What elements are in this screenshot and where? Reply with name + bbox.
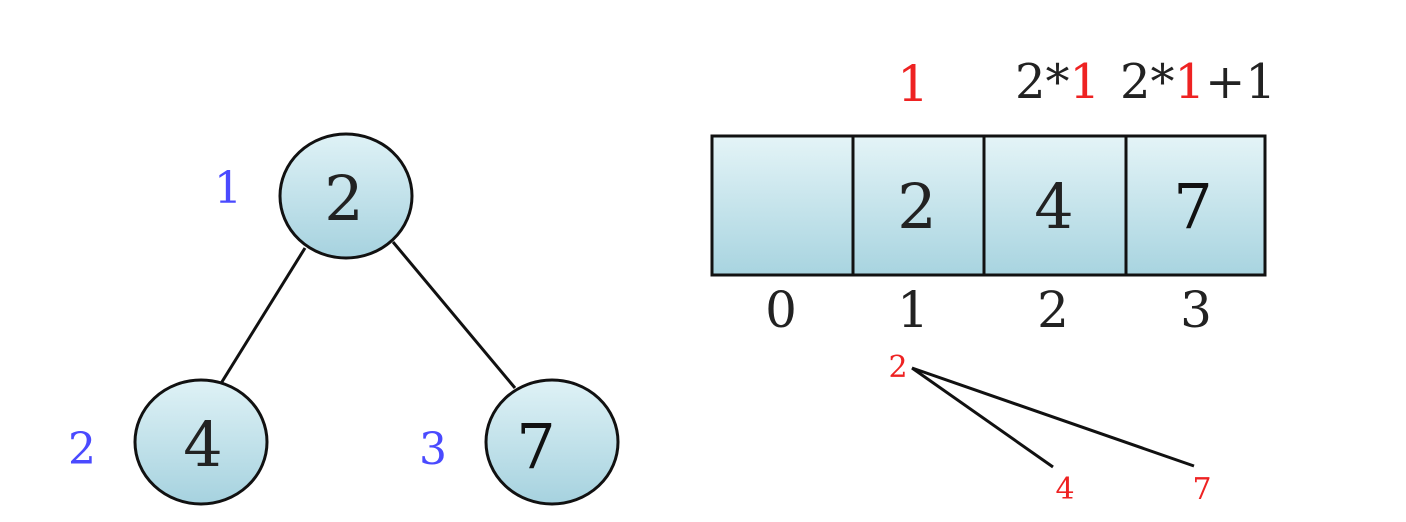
array-index: 2 (1037, 281, 1069, 339)
binary-tree: 2 1 4 2 7 3 (68, 132, 620, 506)
array-cells: 2 4 7 (710, 134, 1267, 277)
left-child-formula-var: 1 (1070, 54, 1101, 110)
tree-node-left: 4 (133, 378, 269, 506)
mini-tree-edge-right (911, 366, 1195, 468)
mini-tree: 2 4 7 (888, 350, 1211, 507)
tree-node-root: 2 (278, 132, 414, 260)
array-index: 1 (897, 281, 929, 339)
tree-edge-root-right (391, 241, 517, 389)
array-cell (710, 134, 855, 277)
right-child-formula-suffix: +1 (1205, 54, 1276, 110)
mini-tree-edge-left (911, 366, 1054, 469)
array-index: 3 (1180, 281, 1212, 339)
left-child-formula-prefix: 2* (1015, 54, 1070, 110)
array-indices: 0 1 2 3 (765, 281, 1212, 339)
tree-node-index: 1 (214, 163, 242, 214)
parent-index-label: 1 (897, 55, 929, 113)
mini-tree-left: 4 (1055, 472, 1074, 507)
array-cell (1124, 134, 1267, 277)
mini-tree-right: 7 (1192, 472, 1211, 507)
array-cell-value: 4 (1034, 170, 1073, 243)
array-representation: 1 2*1 2*1+1 2 4 7 0 1 2 3 (710, 54, 1276, 507)
right-child-formula-var: 1 (1175, 54, 1206, 110)
tree-node-index: 3 (419, 424, 447, 475)
array-cell-value: 2 (897, 170, 936, 243)
mini-tree-parent: 2 (888, 350, 907, 385)
tree-node-value: 2 (324, 162, 363, 235)
array-index: 0 (765, 281, 797, 339)
right-child-formula-prefix: 2* (1120, 54, 1175, 110)
right-child-formula: 2*1+1 (1120, 54, 1276, 110)
left-child-formula: 2*1 (1015, 54, 1100, 110)
tree-edge-root-left (218, 247, 307, 386)
array-cell-value: 7 (1173, 170, 1212, 243)
array-cell (982, 134, 1128, 277)
tree-node-value: 4 (183, 408, 222, 481)
tree-node-value: 7 (516, 410, 555, 483)
tree-node-index: 2 (68, 424, 96, 475)
tree-node-right: 7 (484, 378, 620, 506)
